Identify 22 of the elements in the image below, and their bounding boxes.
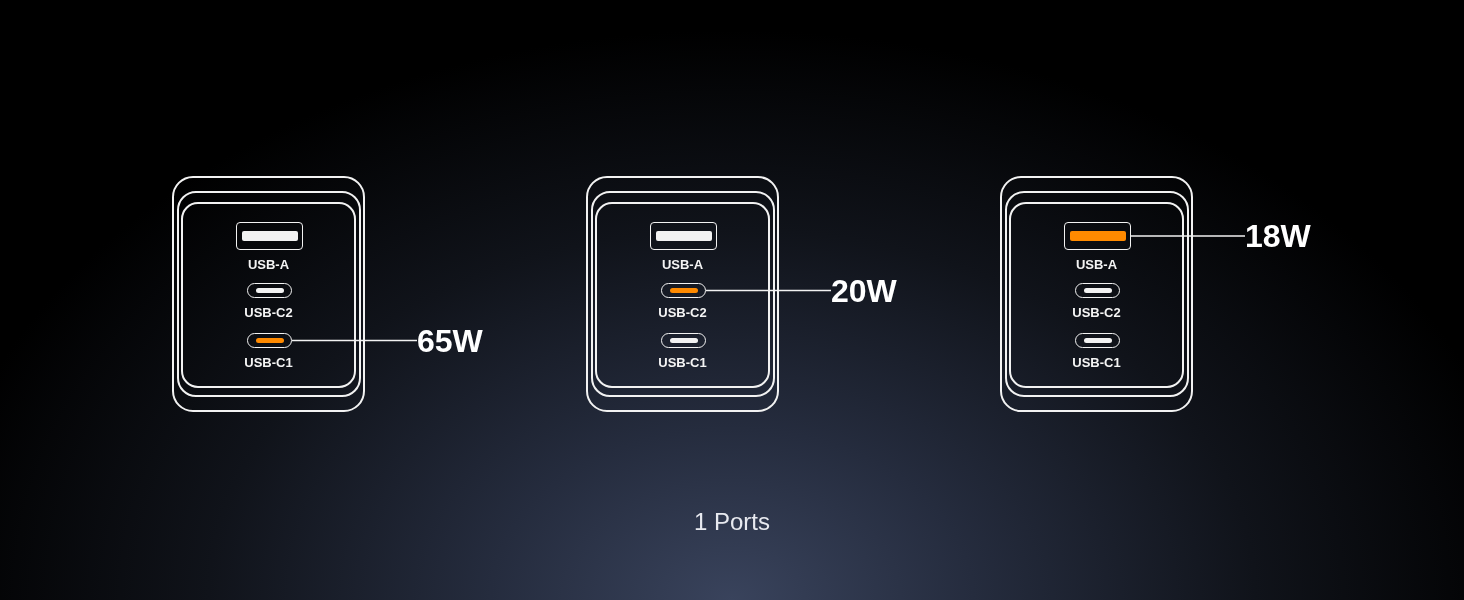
port-label: USB-C2 <box>658 305 707 321</box>
port-label: USB-A <box>247 257 290 273</box>
port-label: USB-C2 <box>244 305 293 321</box>
usb-a-port <box>1064 222 1131 250</box>
caption: 1 Ports <box>694 508 770 536</box>
charger-outline <box>172 176 365 412</box>
port-label: USB-C1 <box>658 355 707 371</box>
port-label: USB-A <box>1075 257 1118 273</box>
leader-line <box>705 289 832 292</box>
leader-line <box>1130 235 1246 237</box>
wattage-label: 18W <box>1245 220 1311 252</box>
wattage-label: 65W <box>417 324 483 357</box>
charger-outline <box>1000 176 1193 412</box>
port-label: USB-C1 <box>244 355 293 371</box>
port-label: USB-A <box>661 257 704 273</box>
wattage-label: 20W <box>831 274 897 307</box>
port-label: USB-C1 <box>1072 355 1121 371</box>
usb-a-port <box>236 222 303 250</box>
leader-line <box>291 339 418 342</box>
port-label: USB-C2 <box>1072 305 1121 321</box>
charger-outline <box>586 176 779 412</box>
usb-a-port <box>650 222 717 250</box>
